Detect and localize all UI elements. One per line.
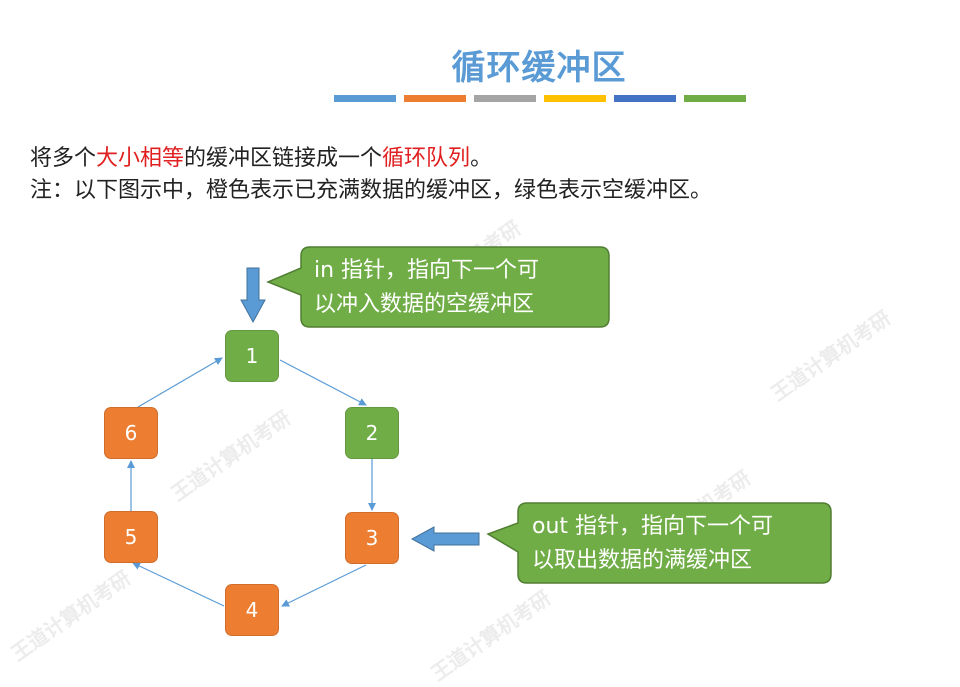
buffer-node-1: 1 — [225, 330, 279, 382]
out-pointer-arrow — [410, 526, 480, 552]
desc-text: 。 — [470, 146, 493, 171]
color-bar — [474, 95, 536, 102]
page-title: 循环缓冲区 — [451, 48, 627, 88]
callout-line: 以冲入数据的空缓冲区 — [314, 292, 535, 317]
out-callout-shape — [486, 502, 832, 584]
desc-text: 的缓冲区链接成一个 — [184, 146, 383, 171]
description-line-2: 注：以下图示中，橙色表示已充满数据的缓冲区，绿色表示空缓冲区。 — [30, 178, 713, 203]
description-line-1: 将多个大小相等的缓冲区链接成一个循环队列。 — [30, 140, 492, 172]
edge-3-4 — [281, 564, 367, 607]
in-callout-shape — [266, 246, 610, 328]
out-pointer-callout: out 指针，指向下一个可 以取出数据的满缓冲区 — [532, 510, 773, 578]
edge-1-2 — [279, 359, 367, 406]
buffer-node-2: 2 — [345, 407, 399, 459]
buffer-node-6: 6 — [104, 407, 158, 459]
buffer-node-4: 4 — [225, 584, 279, 636]
edge-6-1 — [137, 357, 223, 408]
buffer-node-5: 5 — [104, 511, 158, 563]
desc-text: 将多个 — [30, 146, 97, 171]
color-bar — [614, 95, 676, 102]
desc-highlight: 大小相等 — [96, 146, 185, 171]
edge-4-5 — [132, 562, 225, 607]
buffer-node-3: 3 — [345, 512, 399, 564]
in-pointer-arrow — [240, 267, 266, 324]
color-bar — [404, 95, 466, 102]
title-color-bars — [334, 95, 746, 103]
desc-highlight: 循环队列 — [382, 146, 471, 171]
callout-line: 以取出数据的满缓冲区 — [532, 548, 753, 573]
color-bar — [544, 95, 606, 102]
callout-line: in 指针，指向下一个可 — [314, 258, 540, 283]
callout-line: out 指针，指向下一个可 — [532, 514, 774, 539]
in-pointer-callout: in 指针，指向下一个可 以冲入数据的空缓冲区 — [314, 254, 539, 322]
color-bar — [334, 95, 396, 102]
color-bar — [684, 95, 746, 102]
